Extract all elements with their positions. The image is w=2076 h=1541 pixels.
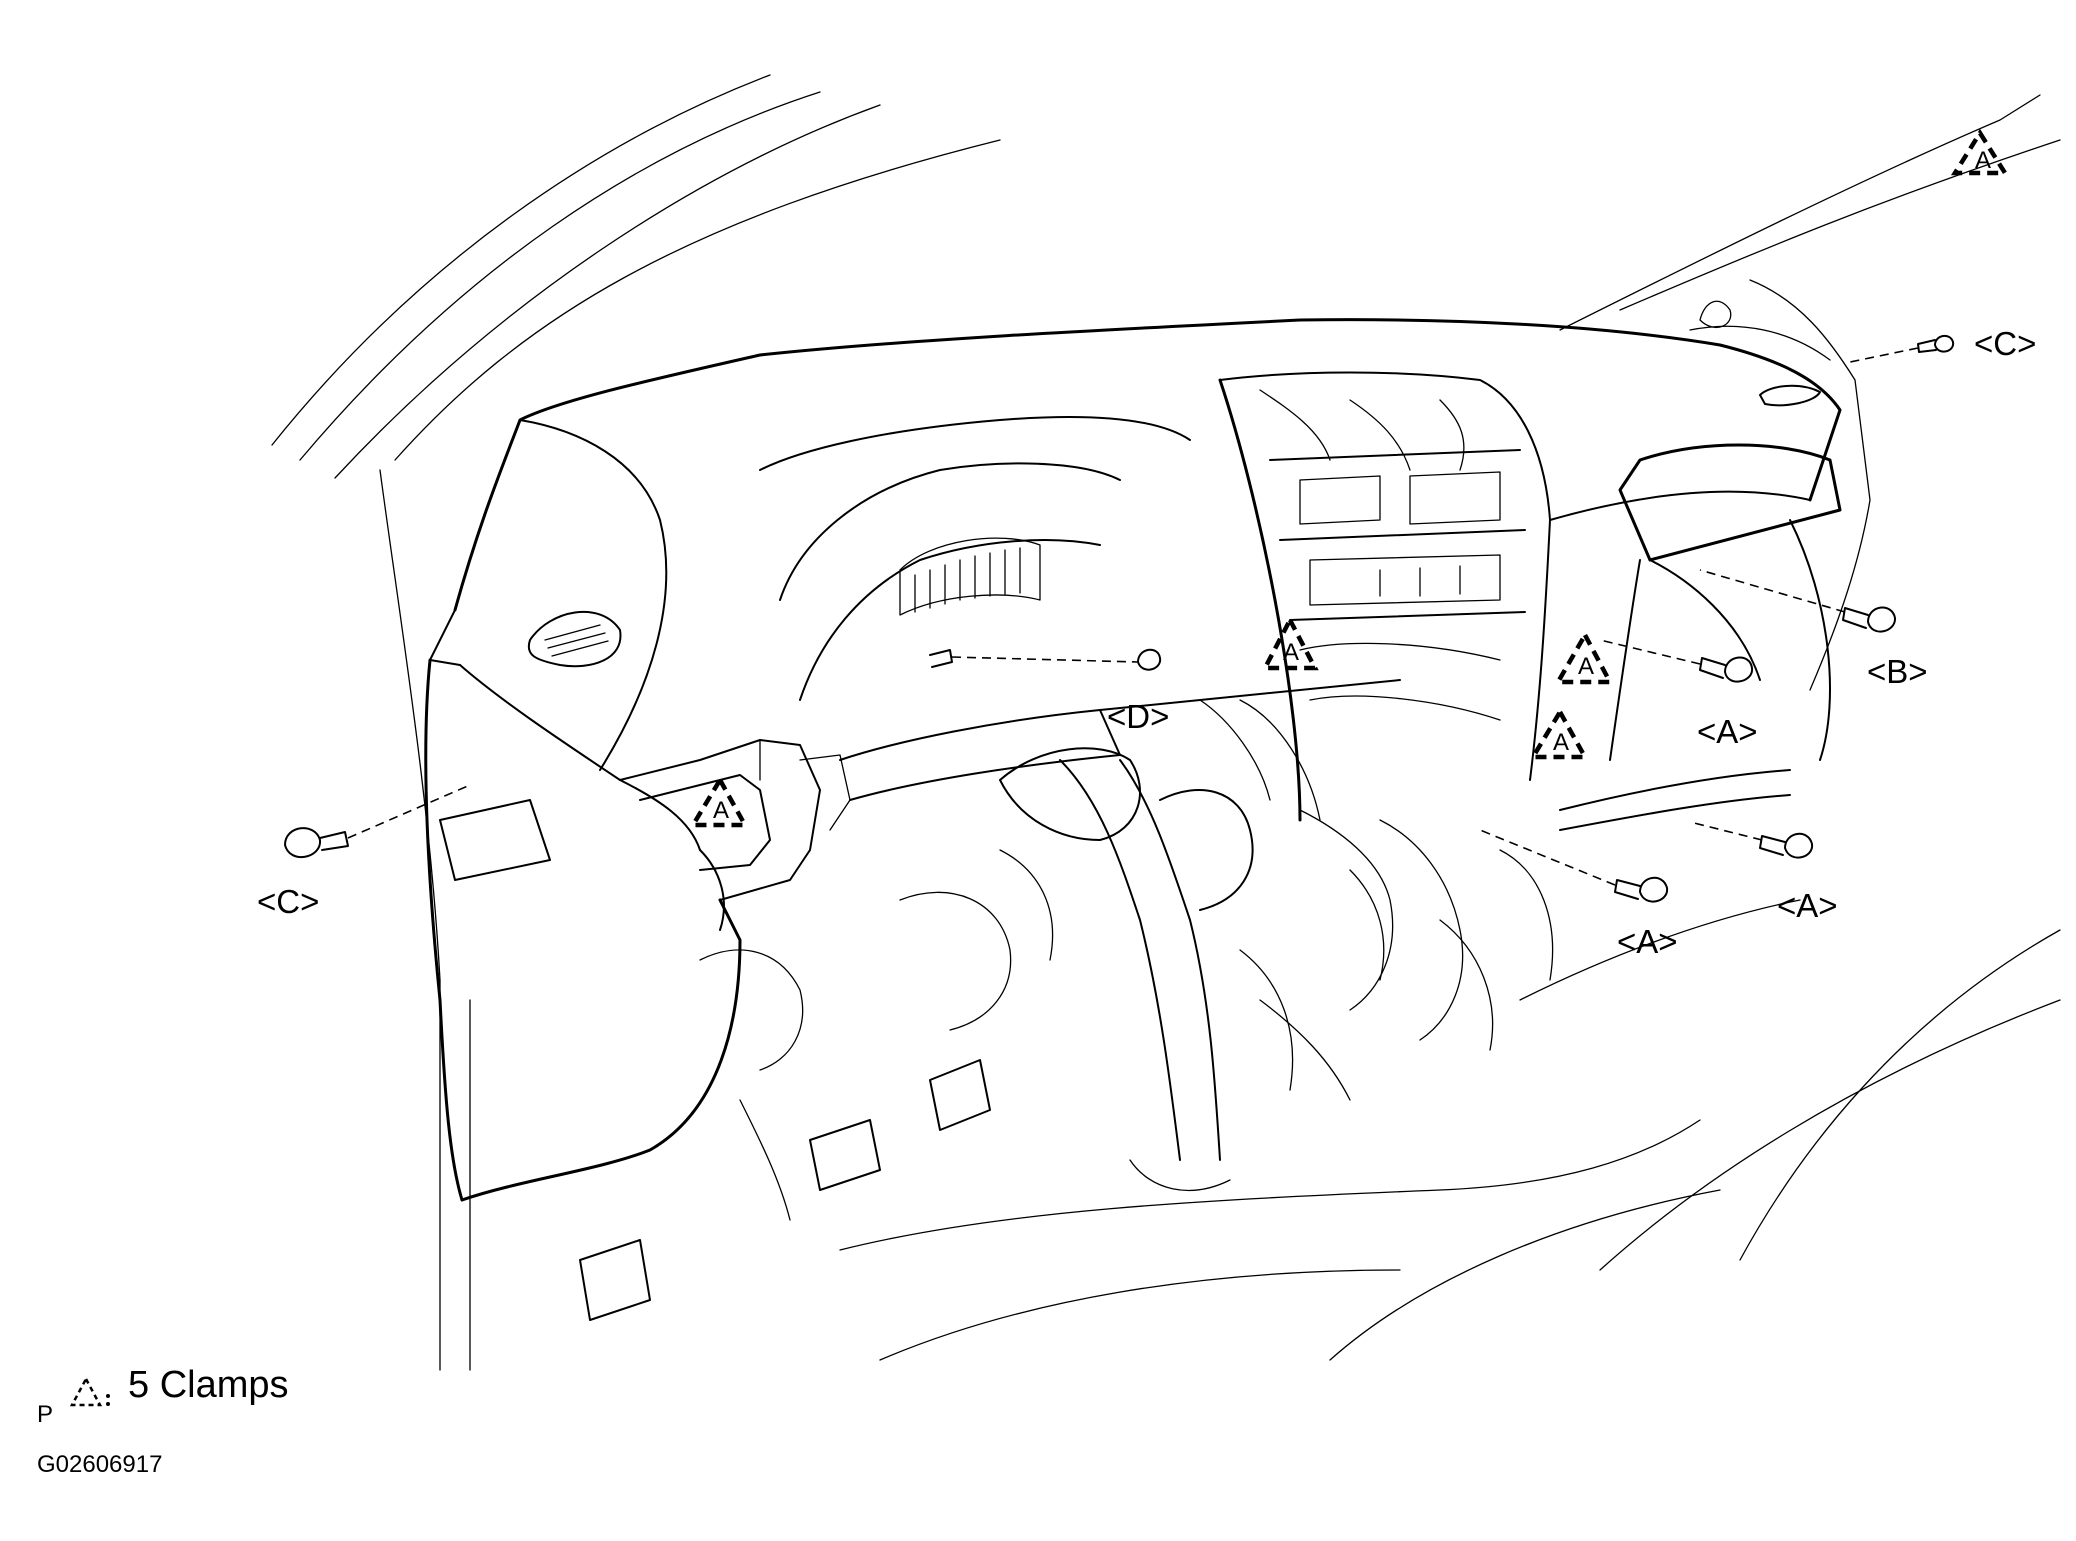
- bolt-leader-lines: [347, 347, 1919, 886]
- label-a-right: <A>: [1777, 887, 1838, 924]
- label-a-lower: <A>: [1617, 923, 1678, 960]
- label-a-upper: <A>: [1697, 713, 1758, 750]
- legend: P 5 Clamps: [37, 1364, 289, 1428]
- steering-column: [999, 699, 1464, 1192]
- bolt-a-right: [1759, 833, 1814, 859]
- svg-text:A: A: [713, 797, 729, 824]
- vehicle-body-outline: [271, 74, 2061, 1371]
- clamp-center-right-upper: A: [1554, 630, 1614, 685]
- svg-text:A: A: [1283, 639, 1299, 666]
- label-b: <B>: [1867, 653, 1928, 690]
- bolt-b: [1842, 606, 1897, 633]
- bolt-c-right: [1917, 334, 1955, 353]
- label-c-right: <C>: [1974, 325, 2036, 362]
- bolt-c-left: [284, 827, 349, 859]
- instrument-panel: [424, 318, 1842, 1202]
- clamp-center-right-lower: A: [1529, 707, 1589, 760]
- legend-text: 5 Clamps: [128, 1364, 289, 1406]
- figure-id: G02606917: [37, 1451, 162, 1478]
- clamp-top-right: A: [1950, 128, 2010, 176]
- svg-text:A: A: [1553, 729, 1569, 756]
- clamp-triangle-icon: [69, 1376, 110, 1407]
- bolt-d: [929, 648, 1162, 671]
- legend-prefix: P: [37, 1401, 53, 1428]
- bolt-a-upper: [1699, 656, 1754, 683]
- clamp-left: A: [689, 775, 749, 828]
- pedals-and-lower-components: [579, 849, 1554, 1321]
- label-d: <D>: [1107, 698, 1169, 735]
- svg-text:A: A: [1578, 653, 1594, 680]
- label-c-left: <C>: [257, 883, 319, 920]
- clamp-center: A: [1261, 615, 1319, 671]
- svg-text:A: A: [1975, 147, 1991, 174]
- bolt-a-lower: [1614, 877, 1669, 903]
